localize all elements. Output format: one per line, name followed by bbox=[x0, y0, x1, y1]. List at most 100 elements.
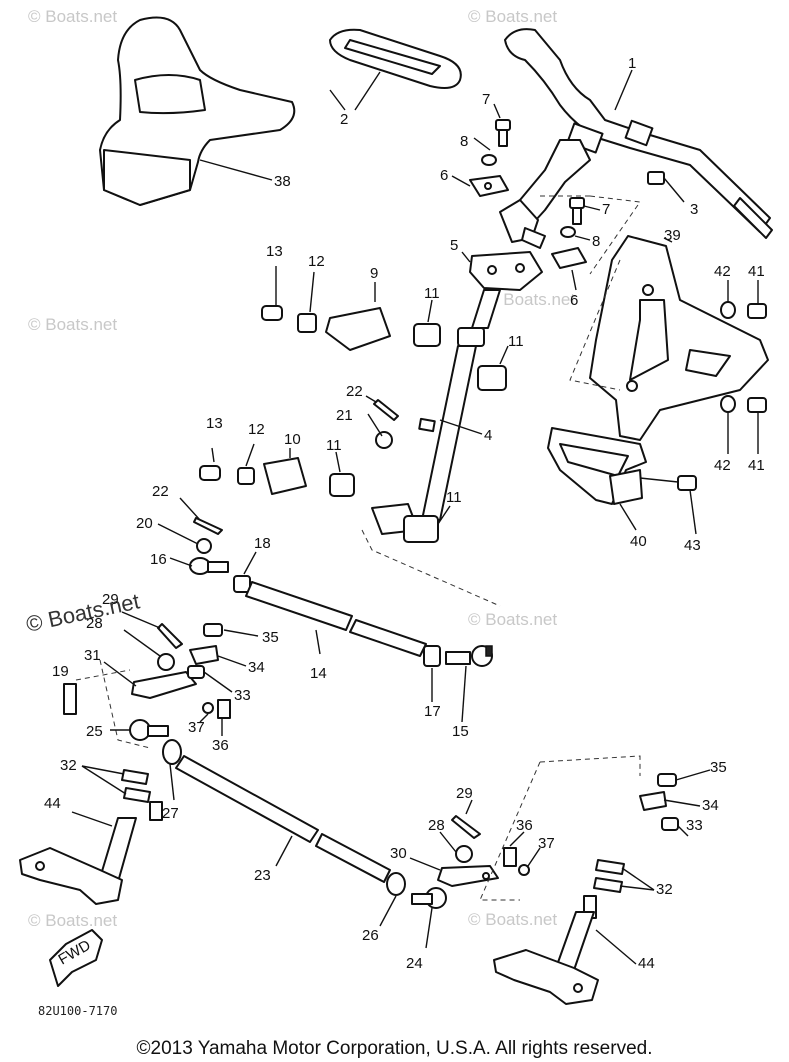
clip-part bbox=[189, 645, 219, 665]
bolt-part bbox=[569, 197, 585, 225]
callout-15: 15 bbox=[452, 723, 469, 740]
bolt-part bbox=[199, 465, 221, 481]
bushing-part bbox=[187, 665, 205, 679]
bolt-part bbox=[261, 305, 283, 321]
guard-part bbox=[547, 427, 647, 505]
callout-11: 11 bbox=[508, 333, 524, 350]
callout-33: 33 bbox=[686, 817, 703, 834]
callout-11: 11 bbox=[446, 489, 462, 506]
clip-part bbox=[595, 859, 625, 875]
callout-42: 42 bbox=[714, 263, 731, 280]
callout-12: 12 bbox=[308, 253, 325, 270]
callout-29: 29 bbox=[456, 785, 473, 802]
callout-17: 17 bbox=[424, 703, 441, 720]
callout-26: 26 bbox=[362, 927, 379, 944]
bolt-part bbox=[647, 171, 685, 203]
watermark: © Boats.net bbox=[486, 290, 575, 309]
watermark: © Boats.net bbox=[468, 610, 557, 629]
lever-part bbox=[437, 865, 499, 887]
washer-part bbox=[196, 538, 212, 554]
callout-13: 13 bbox=[266, 243, 283, 260]
callout-32: 32 bbox=[60, 757, 77, 774]
callout-43: 43 bbox=[684, 537, 701, 554]
callout-35: 35 bbox=[262, 629, 279, 646]
callout-11: 11 bbox=[326, 437, 342, 454]
callout-32: 32 bbox=[656, 881, 673, 898]
callout-37: 37 bbox=[188, 719, 205, 736]
column-holder-part bbox=[469, 251, 543, 291]
callout-2: 2 bbox=[340, 111, 348, 128]
callout-19: 19 bbox=[52, 663, 69, 680]
callout-18: 18 bbox=[254, 535, 271, 552]
steering-post-part bbox=[19, 801, 163, 905]
nut-part bbox=[297, 313, 317, 333]
clip-part bbox=[121, 769, 149, 785]
bracket-part bbox=[325, 282, 391, 351]
callout-20: 20 bbox=[136, 515, 153, 532]
lever-part bbox=[131, 671, 197, 699]
nut-part bbox=[423, 645, 441, 667]
handlebar-cover-part bbox=[99, 16, 296, 206]
steering-arm-part bbox=[499, 139, 685, 249]
callout-6: 6 bbox=[440, 167, 448, 184]
callout-25: 25 bbox=[86, 723, 103, 740]
bolt-part bbox=[503, 847, 517, 867]
nut-part bbox=[157, 653, 175, 671]
callout-1: 1 bbox=[628, 55, 636, 72]
handlebar-part bbox=[504, 28, 773, 239]
washer-part bbox=[560, 226, 576, 238]
callout-16: 16 bbox=[150, 551, 167, 568]
rod-end-part bbox=[445, 645, 493, 667]
tie-rod-part bbox=[245, 581, 427, 657]
callout-11: 11 bbox=[424, 285, 440, 302]
callout-30: 30 bbox=[390, 845, 407, 862]
callout-27: 27 bbox=[162, 805, 179, 822]
nut-part bbox=[237, 467, 255, 485]
callout-7: 7 bbox=[602, 201, 610, 218]
watermark: © Boats.net bbox=[28, 315, 117, 334]
callout-28: 28 bbox=[428, 817, 445, 834]
callout-34: 34 bbox=[248, 659, 265, 676]
callout-4: 4 bbox=[484, 427, 492, 444]
bushing-part bbox=[661, 817, 679, 831]
callout-9: 9 bbox=[370, 265, 378, 282]
clip-part bbox=[123, 787, 151, 803]
callout-13: 13 bbox=[206, 415, 223, 432]
callout-37: 37 bbox=[538, 835, 555, 852]
washer-part bbox=[720, 395, 736, 413]
callout-40: 40 bbox=[630, 533, 647, 550]
callouts: 1 2 3 4 5 6 6 7 7 8 8 9 10 11 11 11 11 1… bbox=[44, 55, 765, 972]
callout-42: 42 bbox=[714, 457, 731, 474]
callout-28: 28 bbox=[86, 615, 103, 632]
bolt-part bbox=[747, 397, 767, 413]
callout-44: 44 bbox=[638, 955, 655, 972]
callout-6: 6 bbox=[570, 292, 578, 309]
callout-31: 31 bbox=[84, 647, 101, 664]
bracket-part bbox=[263, 448, 307, 495]
rod-end-part bbox=[129, 719, 169, 741]
nut-part bbox=[233, 575, 251, 593]
callout-12: 12 bbox=[248, 421, 265, 438]
watermark: © Boats.net bbox=[468, 7, 557, 26]
watermark: © Boats.net bbox=[468, 910, 557, 929]
diagram-code: 82U100-7170 bbox=[38, 1004, 118, 1018]
bolt-part bbox=[747, 303, 767, 319]
callout-38: 38 bbox=[274, 173, 291, 190]
tie-rod-part bbox=[175, 755, 391, 883]
callout-34: 34 bbox=[702, 797, 719, 814]
bushing-part bbox=[657, 773, 677, 787]
callout-29: 29 bbox=[102, 591, 119, 608]
bushing-part bbox=[329, 473, 355, 497]
bolt-part bbox=[217, 699, 231, 719]
callout-23: 23 bbox=[254, 867, 271, 884]
nut-part bbox=[162, 739, 182, 765]
bracket-plate-part bbox=[569, 235, 769, 441]
cotter-pin-part bbox=[157, 623, 183, 649]
callout-21: 21 bbox=[336, 407, 353, 424]
nut-part bbox=[386, 872, 406, 896]
washer-part bbox=[518, 864, 530, 876]
steering-post-part bbox=[493, 895, 599, 1005]
callout-44: 44 bbox=[44, 795, 61, 812]
bushing-part bbox=[403, 515, 439, 543]
